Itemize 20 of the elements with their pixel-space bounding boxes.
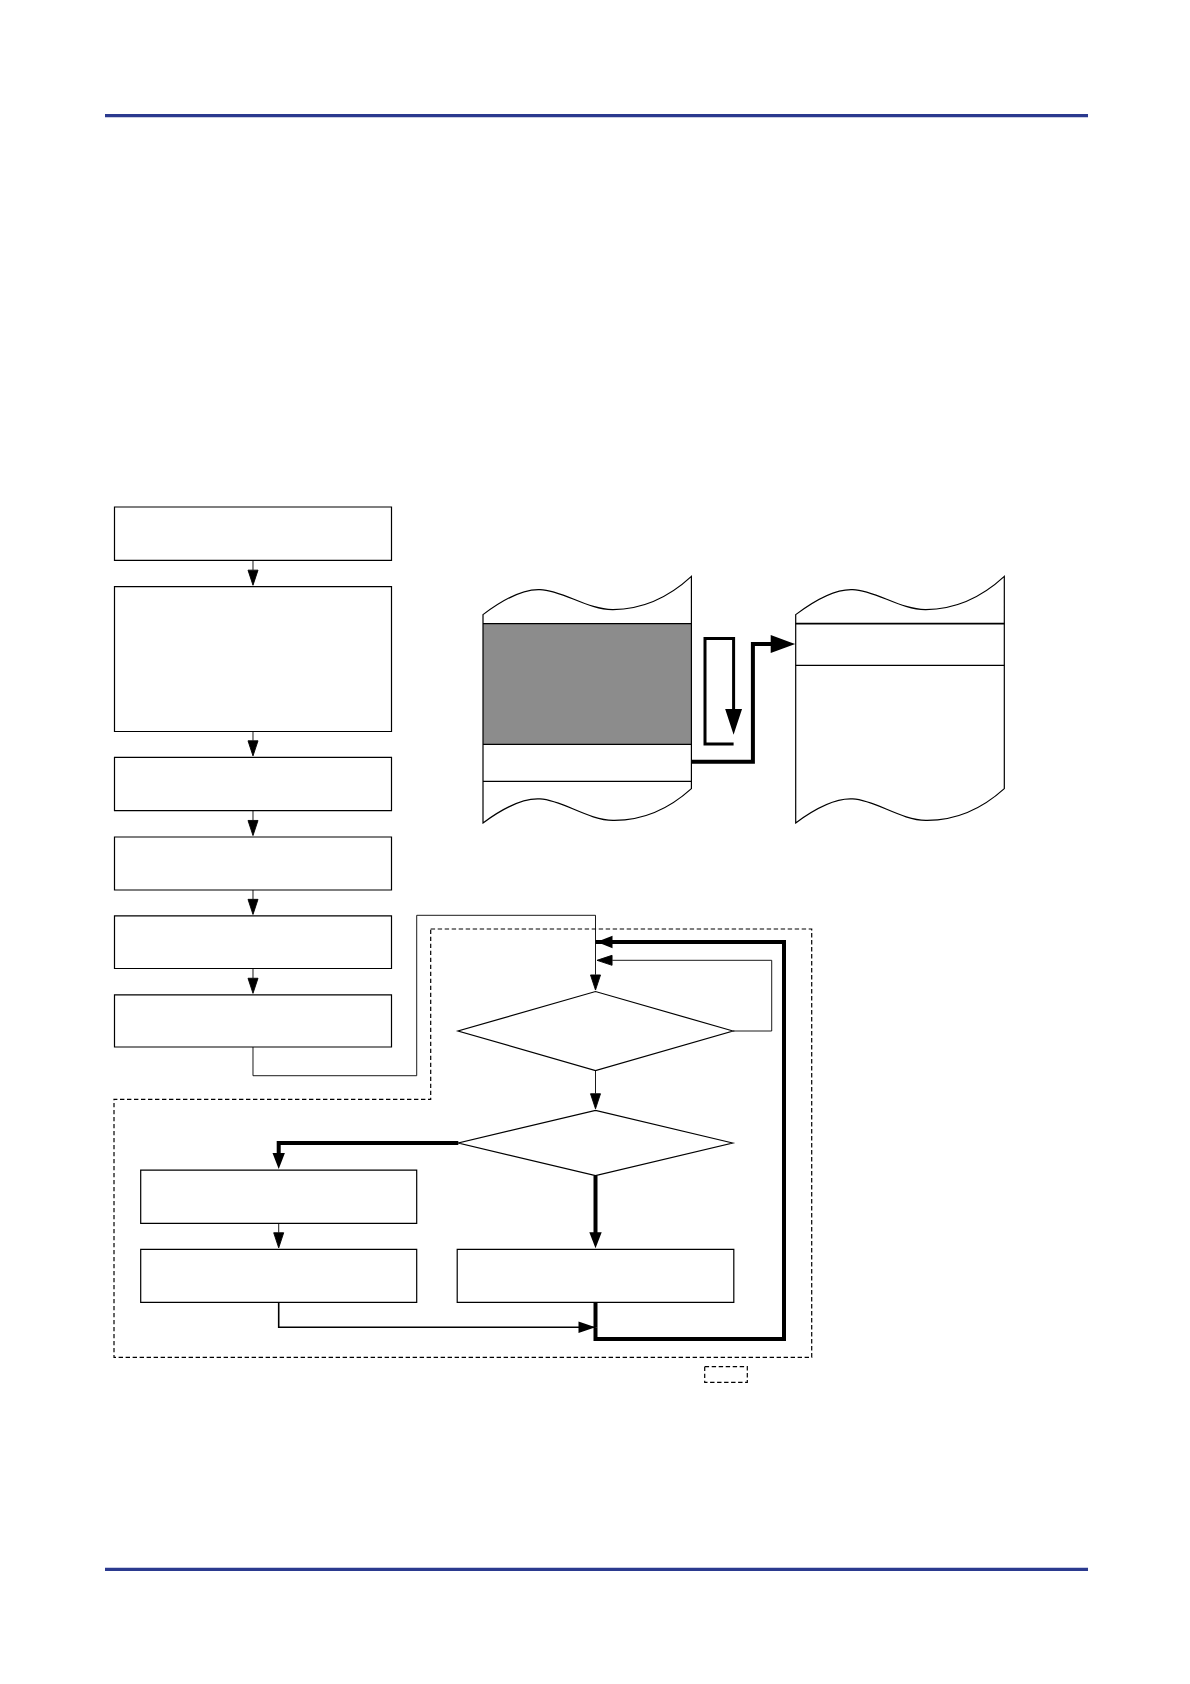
arrow bbox=[247, 889, 259, 915]
memory-map bbox=[482, 575, 693, 824]
arrow bbox=[590, 941, 601, 991]
process-box bbox=[113, 756, 393, 812]
process-box bbox=[140, 1169, 418, 1224]
memory-map bbox=[794, 575, 1006, 824]
arrow bbox=[273, 1222, 285, 1249]
arrow bbox=[590, 1070, 601, 1110]
process-box bbox=[113, 915, 393, 970]
process-box bbox=[113, 994, 393, 1048]
arrow bbox=[247, 810, 259, 836]
process-box bbox=[113, 506, 393, 561]
process-box bbox=[456, 1248, 735, 1303]
arrow bbox=[247, 968, 259, 994]
process-box bbox=[113, 586, 393, 733]
process-box bbox=[140, 1248, 418, 1303]
arrow bbox=[247, 731, 259, 757]
arrow bbox=[247, 559, 259, 586]
process-box bbox=[113, 836, 393, 891]
arrow bbox=[596, 954, 773, 1032]
